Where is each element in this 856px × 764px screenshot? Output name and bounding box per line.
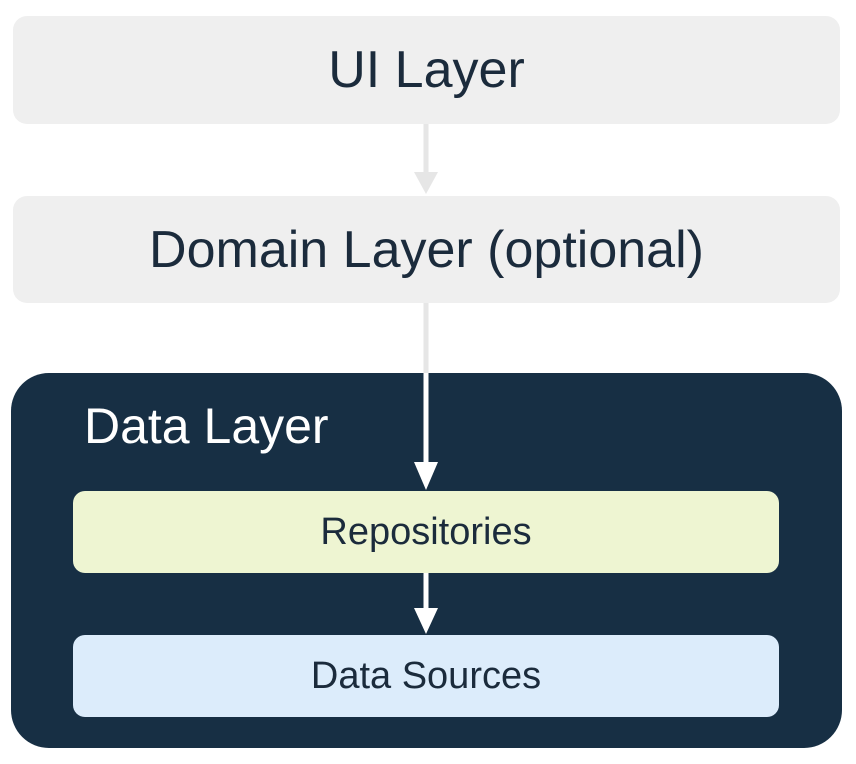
domain-layer-box: Domain Layer (optional) (13, 196, 840, 303)
data-layer-container: Data Layer Repositories Data Sources (11, 373, 842, 748)
repositories-label: Repositories (320, 510, 532, 553)
data-sources-box: Data Sources (73, 635, 779, 717)
ui-layer-label: UI Layer (328, 41, 525, 99)
data-layer-title: Data Layer (84, 398, 329, 454)
data-sources-label: Data Sources (310, 654, 542, 697)
domain-layer-label: Domain Layer (optional) (149, 220, 704, 279)
repositories-box: Repositories (73, 491, 779, 573)
ui-layer-box: UI Layer (13, 16, 840, 124)
arrow-ui-to-domain (414, 124, 438, 194)
